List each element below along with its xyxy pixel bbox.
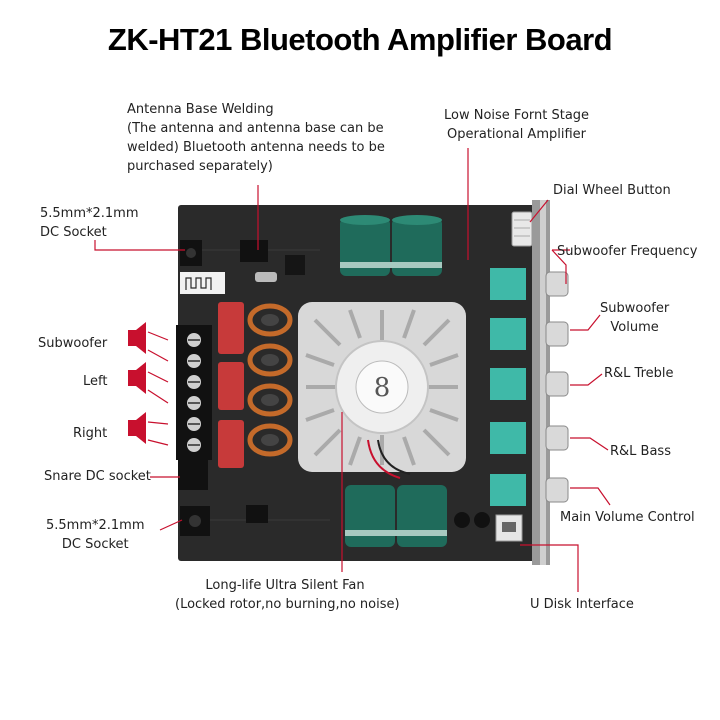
callout-lines bbox=[94, 148, 611, 592]
label-right: Right bbox=[73, 426, 108, 441]
dial-wheel-part bbox=[511, 211, 533, 247]
label-sub-freq: Subwoofer Frequency bbox=[557, 244, 698, 259]
speaker-icon bbox=[128, 322, 146, 444]
snare-socket-part bbox=[178, 458, 208, 490]
label-low-noise: Low Noise Fornt Stage Operational Amplif… bbox=[444, 108, 590, 142]
label-udisk: U Disk Interface bbox=[530, 597, 634, 612]
knob-modules bbox=[490, 268, 526, 506]
label-fan: Long-life Ultra Silent Fan (Locked rotor… bbox=[175, 578, 400, 612]
svg-text:8: 8 bbox=[374, 373, 391, 403]
label-dc-bottom: 5.5mm*2.1mm DC Socket bbox=[46, 518, 145, 552]
label-dc-top: 5.5mm*2.1mm DC Socket bbox=[40, 206, 139, 240]
usb-port-part bbox=[495, 514, 523, 542]
inductors bbox=[247, 303, 293, 457]
knobs bbox=[545, 271, 569, 503]
label-left: Left bbox=[83, 374, 108, 389]
label-antenna: Antenna Base Welding (The antenna and an… bbox=[127, 102, 385, 174]
heatsink-fan: 8 bbox=[298, 302, 466, 472]
label-bass: R&L Bass bbox=[610, 444, 671, 459]
label-subwoofer: Subwoofer bbox=[38, 336, 108, 351]
speaker-terminal-block bbox=[176, 325, 212, 460]
label-sub-vol: Subwoofer Volume bbox=[600, 301, 670, 335]
label-dial-wheel: Dial Wheel Button bbox=[553, 183, 671, 198]
label-snare: Snare DC socket bbox=[44, 469, 151, 484]
capacitor-bottom bbox=[345, 485, 447, 547]
page-title: ZK-HT21 Bluetooth Amplifier Board bbox=[107, 22, 613, 57]
bluetooth-module bbox=[180, 272, 225, 294]
label-treble: R&L Treble bbox=[604, 366, 674, 381]
label-main-vol: Main Volume Control bbox=[560, 510, 695, 525]
film-capacitors bbox=[218, 302, 244, 468]
capacitor-top bbox=[340, 215, 442, 276]
